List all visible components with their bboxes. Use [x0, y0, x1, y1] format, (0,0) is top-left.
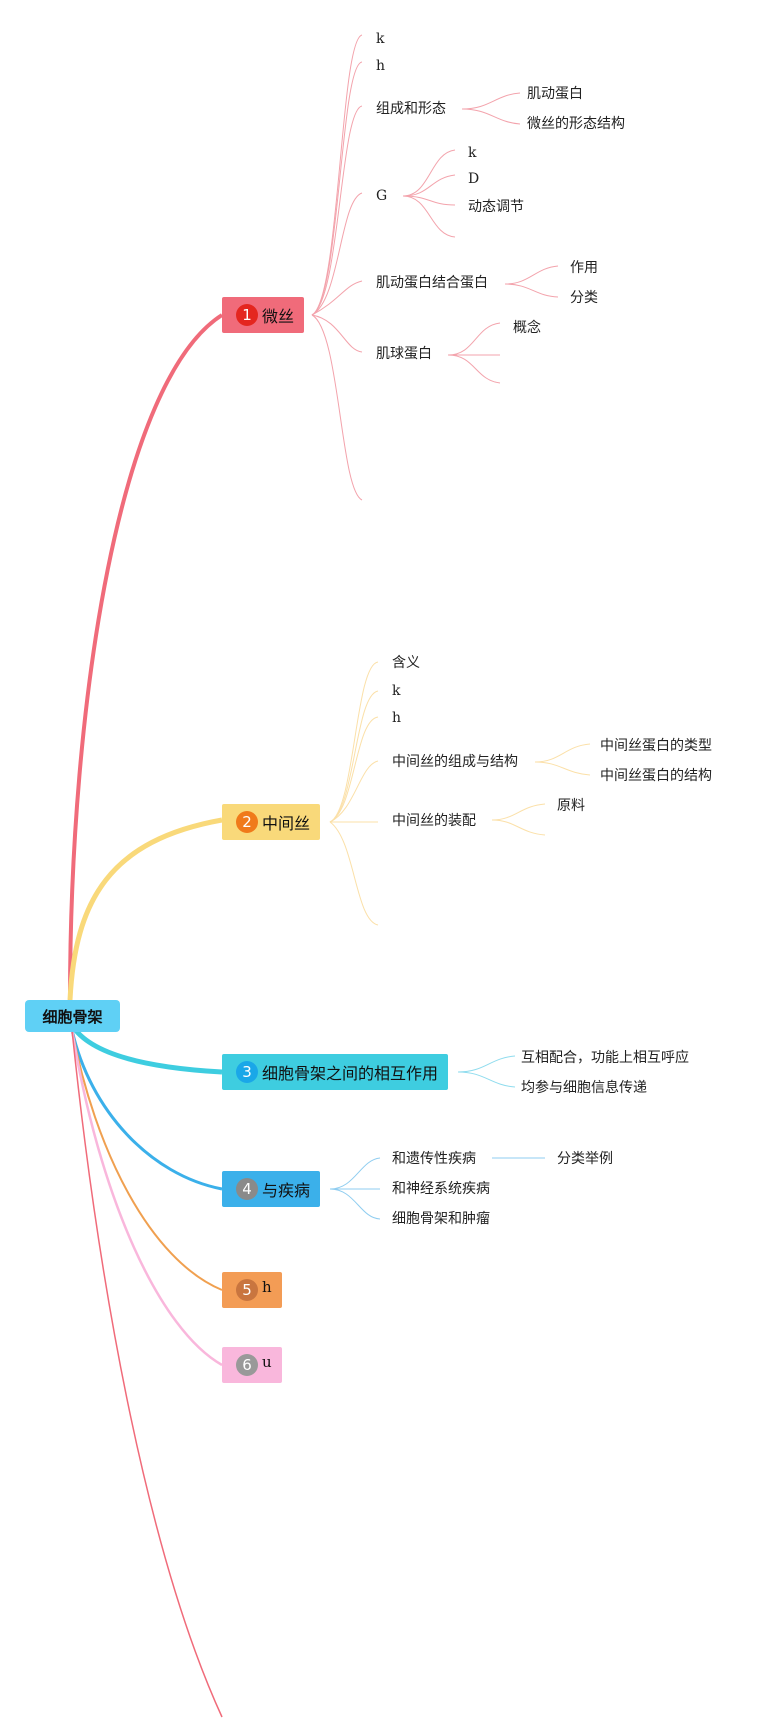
t1-g[interactable]: G	[376, 188, 388, 204]
topic-4-disease[interactable]: 4 与疾病	[222, 1171, 321, 1207]
t2-composition[interactable]: 中间丝的组成与结构	[392, 754, 518, 770]
t2-protein-structure[interactable]: 中间丝蛋白的结构	[600, 768, 712, 784]
t1-myosin[interactable]: 肌球蛋白	[376, 346, 432, 362]
t1-k[interactable]: k	[376, 31, 385, 47]
t1-composition[interactable]: 组成和形态	[376, 101, 446, 117]
branch-root-to-topic-2	[67, 817, 223, 1001]
t4-tumor[interactable]: 细胞骨架和肿瘤	[392, 1211, 490, 1227]
t1-g-d[interactable]: D	[468, 171, 480, 187]
topic-4-connectors	[329, 1157, 545, 1220]
number-6-badge-icon: 6	[236, 1354, 258, 1376]
branch-root-tail	[71, 1029, 223, 1718]
t1-g-k[interactable]: k	[468, 145, 477, 161]
t1-concept[interactable]: 概念	[513, 320, 541, 336]
number-4-badge-icon: 4	[236, 1178, 258, 1200]
t4-neuro[interactable]: 和神经系统疾病	[392, 1181, 490, 1197]
number-5-badge-icon: 5	[236, 1279, 258, 1301]
t1-role[interactable]: 作用	[570, 260, 598, 276]
branch-root-to-topic-1	[68, 313, 224, 1001]
t2-k[interactable]: k	[392, 683, 401, 699]
number-1-badge-icon: 1	[236, 304, 258, 326]
t1-actin[interactable]: 肌动蛋白	[527, 86, 583, 102]
topic-3-connectors	[457, 1055, 516, 1088]
branch-root-to-topic-5	[71, 1029, 223, 1291]
number-2-badge-icon: 2	[236, 811, 258, 833]
t1-binding[interactable]: 肌动蛋白结合蛋白	[376, 275, 488, 291]
t2-assembly[interactable]: 中间丝的装配	[392, 813, 476, 829]
topic-2-label: 中间丝	[262, 814, 311, 833]
t2-meaning[interactable]: 含义	[392, 655, 420, 671]
topic-4-label: 与疾病	[262, 1181, 311, 1200]
t2-h[interactable]: h	[392, 710, 402, 726]
topic-6-label: u	[262, 1353, 272, 1371]
t3-cooperate[interactable]: 互相配合，功能上相互呼应	[521, 1050, 689, 1066]
t3-signal[interactable]: 均参与细胞信息传递	[521, 1080, 647, 1096]
topic-5-h[interactable]: 5 h	[222, 1272, 282, 1308]
topic-3-interaction[interactable]: 3 细胞骨架之间的相互作用	[222, 1054, 449, 1090]
t4-genetic[interactable]: 和遗传性疾病	[392, 1151, 476, 1167]
topic-1-label: 微丝	[262, 307, 295, 326]
t1-h[interactable]: h	[376, 58, 386, 74]
topic-6-u[interactable]: 6 u	[222, 1347, 282, 1383]
t1-morphology[interactable]: 微丝的形态结构	[527, 116, 625, 132]
root-topic[interactable]: 细胞骨架	[25, 1000, 120, 1032]
t2-protein-types[interactable]: 中间丝蛋白的类型	[600, 738, 712, 754]
t2-raw[interactable]: 原料	[557, 798, 585, 814]
t1-g-dynamic[interactable]: 动态调节	[468, 199, 524, 215]
t4-classify-example[interactable]: 分类举例	[557, 1151, 613, 1167]
topic-2-intermediate-filament[interactable]: 2 中间丝	[222, 804, 321, 840]
number-3-badge-icon: 3	[236, 1061, 258, 1083]
topic-2-connectors	[329, 661, 591, 926]
topic-5-label: h	[262, 1278, 272, 1296]
topic-1-connectors	[311, 34, 559, 501]
t1-classify[interactable]: 分类	[570, 290, 598, 306]
branch-root-to-topic-6	[70, 1029, 223, 1367]
branch-root-to-topic-3	[69, 1023, 223, 1075]
topic-3-label: 细胞骨架之间的相互作用	[262, 1064, 439, 1083]
topic-1-micro-filament[interactable]: 1 微丝	[222, 297, 305, 333]
branch-root-to-topic-4	[70, 1029, 223, 1191]
